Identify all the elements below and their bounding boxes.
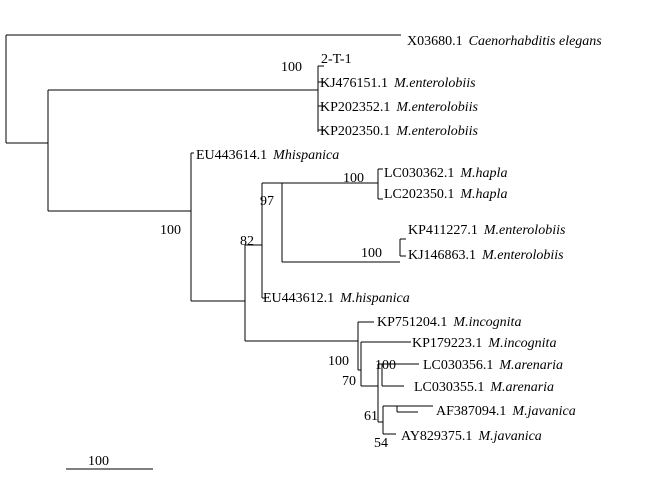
taxon-label: KP202350.1 M.enterolobiis bbox=[320, 124, 478, 139]
bootstrap-labels: 100 100 97 100 82 100 100 70 100 61 54 bbox=[160, 60, 396, 451]
taxon-species: M.arenaria bbox=[489, 380, 554, 395]
taxon-accession: LC030355.1 bbox=[414, 380, 484, 395]
taxon-species: Caenorhabditis elegans bbox=[469, 34, 603, 49]
taxon-labels: X03680.1 Caenorhabditis elegans 2-T-1KJ476… bbox=[196, 34, 602, 444]
taxon-label: LC030356.1 M.arenaria bbox=[423, 358, 563, 373]
taxon-accession: AY829375.1 bbox=[401, 429, 472, 444]
taxon-accession: KP751204.1 bbox=[377, 315, 447, 330]
taxon-accession: KP202352.1 bbox=[320, 100, 390, 115]
taxon-species: M.enterolobiis bbox=[481, 248, 564, 263]
taxon-accession: KJ146863.1 bbox=[408, 248, 476, 263]
bootstrap-value: 100 bbox=[343, 171, 364, 186]
taxon-species: M.arenaria bbox=[498, 358, 563, 373]
taxon-label: LC030355.1 M.arenaria bbox=[414, 380, 554, 395]
taxon-accession: 2-T-1 bbox=[321, 52, 352, 67]
taxon-accession: X03680.1 bbox=[407, 34, 463, 49]
taxon-label: EU443614.1 Mhispanica bbox=[196, 148, 339, 163]
taxon-accession: AF387094.1 bbox=[436, 404, 506, 419]
bootstrap-value: 54 bbox=[374, 436, 388, 451]
scale-bar: 100 bbox=[66, 454, 153, 470]
taxon-species: M.hapla bbox=[459, 187, 507, 202]
bootstrap-value: 100 bbox=[361, 246, 382, 261]
bootstrap-value: 82 bbox=[240, 234, 254, 249]
taxon-accession: EU443612.1 bbox=[263, 291, 334, 306]
taxon-species: M.incognita bbox=[452, 315, 521, 330]
taxon-species: M.javanica bbox=[477, 429, 541, 444]
taxon-species: M.hapla bbox=[459, 166, 507, 181]
taxon-species: M.hispanica bbox=[339, 291, 410, 306]
taxon-accession: KJ476151.1 bbox=[320, 76, 388, 91]
taxon-label: EU443612.1 M.hispanica bbox=[263, 291, 410, 306]
taxon-species: M.enterolobiis bbox=[395, 124, 478, 139]
taxon-species: M.incognita bbox=[487, 336, 556, 351]
taxon-accession: KP411227.1 bbox=[408, 223, 478, 238]
taxon-species: M.enterolobiis bbox=[393, 76, 476, 91]
taxon-species: M.enterolobiis bbox=[483, 223, 566, 238]
taxon-label: LC202350.1 M.hapla bbox=[384, 187, 507, 202]
taxon-label: AF387094.1 M.javanica bbox=[436, 404, 576, 419]
scale-bar-label: 100 bbox=[88, 454, 109, 469]
taxon-species: Mhispanica bbox=[272, 148, 339, 163]
bootstrap-value: 61 bbox=[364, 409, 378, 424]
taxon-label: X03680.1 Caenorhabditis elegans bbox=[407, 34, 602, 49]
taxon-label: KJ146863.1 M.enterolobiis bbox=[408, 248, 564, 263]
taxon-label: 2-T-1 bbox=[321, 52, 352, 67]
taxon-label: KP751204.1 M.incognita bbox=[377, 315, 521, 330]
taxon-label: KJ476151.1 M.enterolobiis bbox=[320, 76, 476, 91]
bootstrap-value: 100 bbox=[328, 354, 349, 369]
taxon-label: AY829375.1 M.javanica bbox=[401, 429, 542, 444]
taxon-accession: LC202350.1 bbox=[384, 187, 454, 202]
bootstrap-value: 100 bbox=[375, 358, 396, 373]
taxon-label: LC030362.1 M.hapla bbox=[384, 166, 507, 181]
taxon-species: M.enterolobiis bbox=[395, 100, 478, 115]
taxon-label: KP411227.1 M.enterolobiis bbox=[408, 223, 566, 238]
taxon-accession: EU443614.1 bbox=[196, 148, 267, 163]
taxon-accession: LC030356.1 bbox=[423, 358, 493, 373]
bootstrap-value: 100 bbox=[281, 60, 302, 75]
taxon-label: KP202352.1 M.enterolobiis bbox=[320, 100, 478, 115]
bootstrap-value: 70 bbox=[342, 374, 356, 389]
tree-branches bbox=[5, 34, 433, 435]
bootstrap-value: 100 bbox=[160, 223, 181, 238]
bootstrap-value: 97 bbox=[260, 194, 274, 209]
taxon-accession: LC030362.1 bbox=[384, 166, 454, 181]
taxon-species: M.javanica bbox=[511, 404, 575, 419]
taxon-label: KP179223.1 M.incognita bbox=[412, 336, 556, 351]
taxon-accession: KP202350.1 bbox=[320, 124, 390, 139]
taxon-accession: KP179223.1 bbox=[412, 336, 482, 351]
